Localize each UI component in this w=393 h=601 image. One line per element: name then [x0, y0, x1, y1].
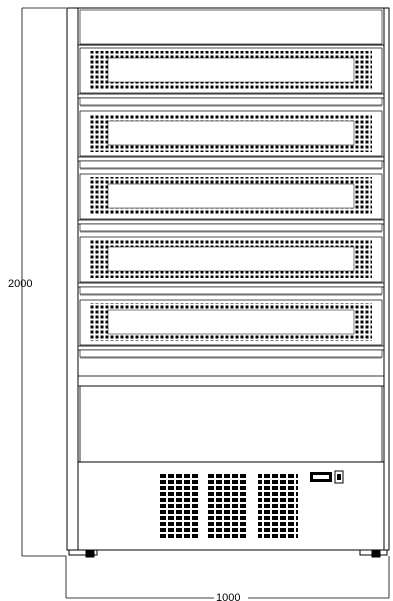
width-dimension: 1000: [65, 556, 390, 601]
front-panel: [77, 375, 385, 463]
height-dimension: 2000: [8, 7, 66, 557]
indicator-icon: [334, 470, 344, 484]
shelf: [77, 47, 385, 107]
vent-grilles: [158, 472, 298, 540]
shelf: [77, 299, 385, 359]
vent-grille-center: [208, 472, 248, 540]
cabinet-body: [66, 7, 390, 551]
shelf: [77, 236, 385, 296]
foot-left: [68, 549, 98, 556]
control-panel: [310, 470, 344, 484]
canopy-panel: [79, 9, 383, 45]
width-dimension-label: 1000: [216, 592, 240, 601]
shelf: [77, 173, 385, 233]
height-dimension-label: 2000: [8, 278, 32, 290]
cabinet-feet: [68, 549, 388, 558]
vent-grille-left: [158, 472, 198, 540]
shelf-stack: [77, 47, 385, 359]
vent-grille-right: [258, 472, 298, 540]
shelf: [77, 110, 385, 170]
